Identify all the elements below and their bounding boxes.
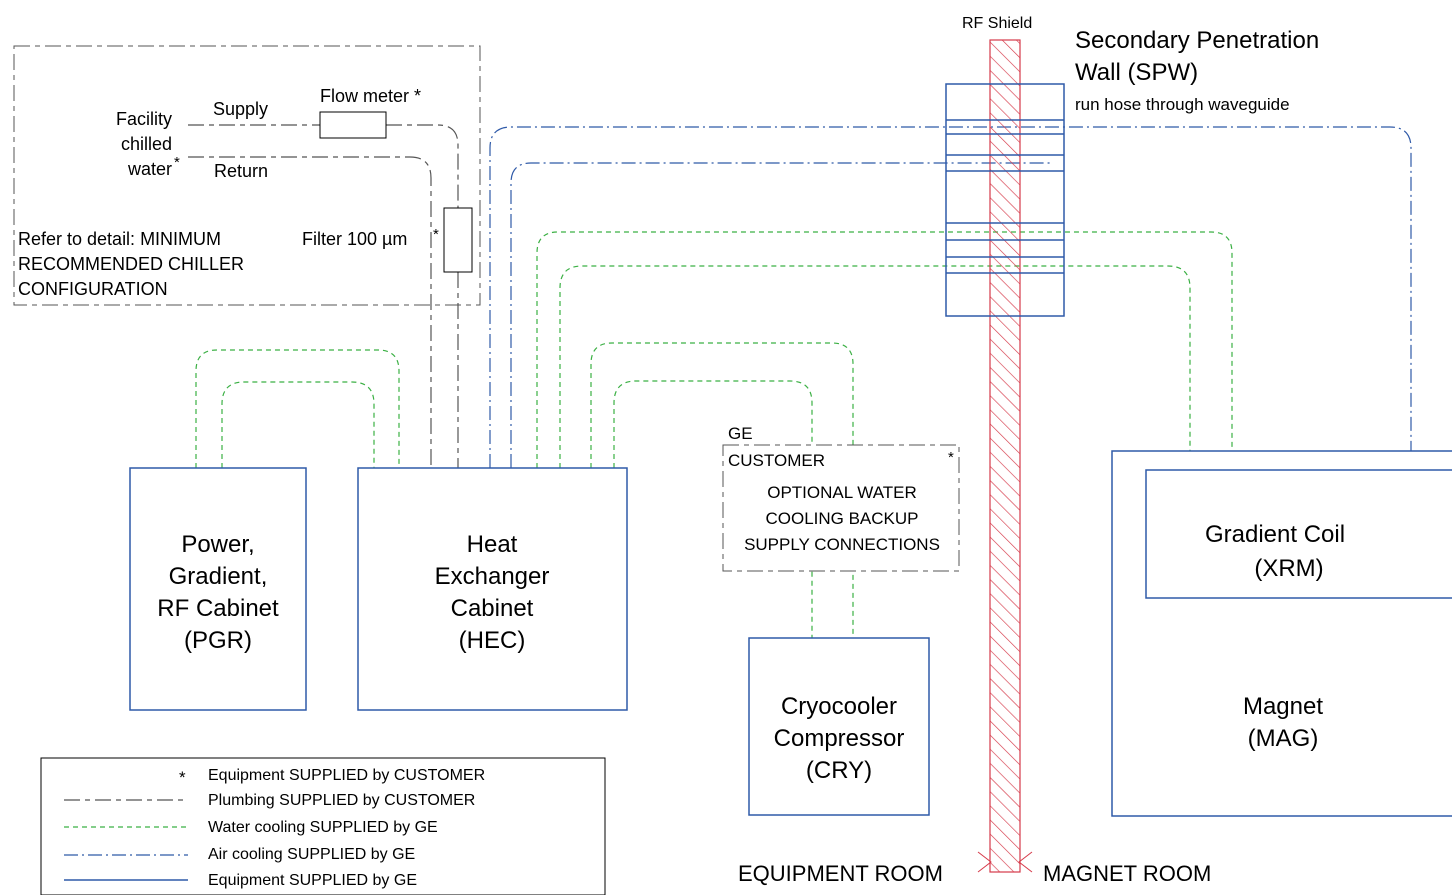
- optional-line1: OPTIONAL WATER: [767, 483, 917, 502]
- mag-line1: Magnet: [1243, 693, 1323, 720]
- xrm-gradient-coil: [1145, 469, 1452, 599]
- filter: [443, 207, 473, 273]
- water-line-hec-cry-inner: [613, 380, 813, 638]
- customer-label: CUSTOMER: [728, 451, 825, 470]
- hec-line3: Cabinet: [451, 595, 534, 622]
- spw-title-line2: Wall (SPW): [1075, 59, 1198, 86]
- spw-note: run hose through waveguide: [1075, 95, 1290, 114]
- optional-backup-box: [722, 444, 960, 572]
- magnet-room-label: MAGNET ROOM: [1043, 861, 1211, 886]
- pgr-line2: Gradient,: [169, 563, 268, 590]
- cry-line1: Cryocooler: [781, 693, 897, 720]
- equipment-room-label: EQUIPMENT ROOM: [738, 861, 943, 886]
- ge-label: GE: [728, 424, 753, 443]
- legend-item-3: Air cooling SUPPLIED by GE: [208, 846, 415, 863]
- spw-waveguides: [946, 119, 1064, 274]
- legend-item-4: Equipment SUPPLIED by GE: [208, 872, 417, 889]
- air-cooling-line-inner: [510, 162, 1052, 468]
- optional-line2: COOLING BACKUP: [765, 509, 918, 528]
- spw-title-line1: Secondary Penetration: [1075, 27, 1319, 54]
- facility-star: *: [174, 154, 180, 171]
- optional-star: *: [948, 449, 954, 466]
- facility-line3: water: [127, 159, 172, 179]
- water-line-pgr-hec-inner: [221, 381, 375, 468]
- flow-meter-label: Flow meter *: [320, 86, 421, 106]
- refer-line1: Refer to detail: MINIMUM: [18, 229, 221, 249]
- return-label: Return: [214, 161, 268, 181]
- flow-meter: [319, 111, 387, 139]
- facility-line1: Facility: [116, 109, 172, 129]
- cry-line3: (CRY): [806, 757, 872, 784]
- cry-line2: Compressor: [774, 725, 905, 752]
- hec-line1: Heat: [467, 531, 518, 558]
- refer-line3: CONFIGURATION: [18, 279, 168, 299]
- filter-label: Filter 100 µm: [302, 229, 407, 249]
- hec-line4: (HEC): [459, 627, 526, 654]
- rf-shield: [989, 39, 1021, 873]
- mag-line2: (MAG): [1248, 725, 1319, 752]
- legend-star: *: [179, 768, 186, 787]
- pgr-line1: Power,: [181, 531, 254, 558]
- water-line-hec-cry-outer: [590, 342, 854, 638]
- return-line: [188, 156, 432, 468]
- hec-line2: Exchanger: [435, 563, 550, 590]
- supply-label: Supply: [213, 99, 268, 119]
- water-line-hec-xrm-outer: [536, 231, 1233, 470]
- pgr-line3: RF Cabinet: [157, 595, 279, 622]
- water-line-pgr-hec-outer: [195, 349, 400, 468]
- pgr-line4: (PGR): [184, 627, 252, 654]
- legend-box: [40, 757, 606, 895]
- facility-line2: chilled: [121, 134, 172, 154]
- supply-line-to-filter: [386, 124, 459, 208]
- filter-star: *: [433, 226, 439, 243]
- hec-cabinet: [357, 467, 628, 711]
- rf-shield-label: RF Shield: [962, 15, 1032, 32]
- xrm-line1: Gradient Coil: [1205, 521, 1345, 548]
- shield-marker-left: [977, 851, 992, 873]
- refer-line2: RECOMMENDED CHILLER: [18, 254, 244, 274]
- optional-line3: SUPPLY CONNECTIONS: [744, 535, 940, 554]
- pgr-cabinet: [129, 467, 307, 711]
- legend-item-0: Equipment SUPPLIED by CUSTOMER: [208, 767, 485, 784]
- water-line-hec-xrm-inner: [559, 265, 1191, 470]
- chiller-detail-boundary: [13, 45, 481, 306]
- air-cooling-line-outer: [489, 126, 1412, 470]
- xrm-line2: (XRM): [1254, 555, 1323, 582]
- spw-wall: [945, 83, 1065, 317]
- shield-marker-right: [1018, 851, 1033, 873]
- legend-item-2: Water cooling SUPPLIED by GE: [208, 819, 438, 836]
- cry-compressor: [748, 637, 930, 816]
- legend-item-1: Plumbing SUPPLIED by CUSTOMER: [208, 792, 475, 809]
